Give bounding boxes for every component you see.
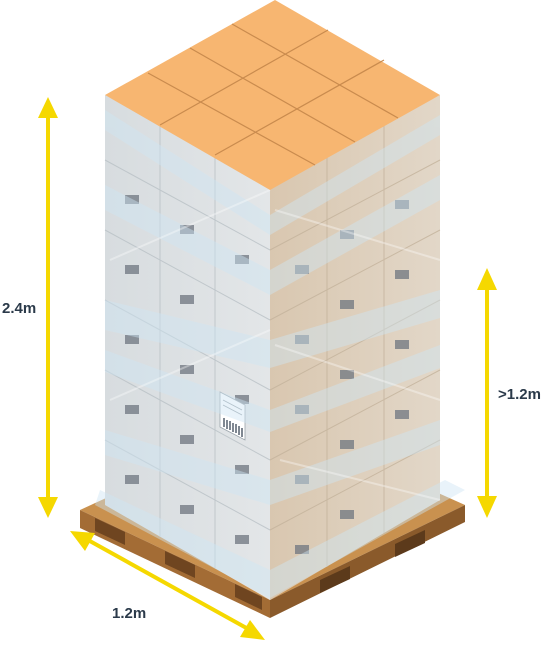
height-label: 2.4m [2, 300, 37, 317]
width-label: 1.2m [112, 605, 147, 622]
max-height-arrow [477, 268, 497, 518]
box-top-layer [105, 0, 440, 190]
max-height-label: >1.2m [498, 386, 541, 403]
height-arrow [38, 97, 58, 518]
wrapped-load [95, 95, 465, 600]
width-arrow [70, 531, 265, 640]
shipping-label [219, 391, 246, 441]
